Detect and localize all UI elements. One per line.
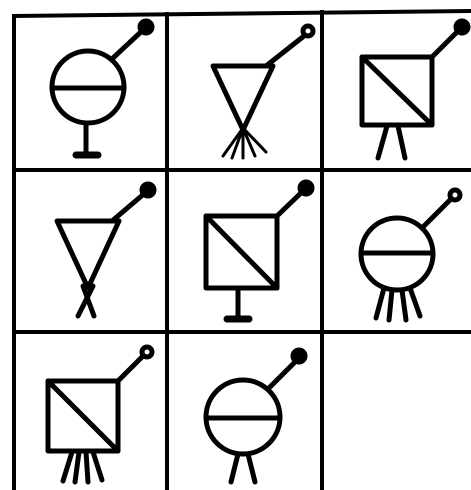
antenna-stem xyxy=(269,361,296,388)
leg-3 xyxy=(86,452,88,482)
cell-3-symbol xyxy=(362,21,468,158)
antenna-tip-hollow xyxy=(303,26,313,36)
antenna-tip-filled xyxy=(456,21,468,33)
antenna-tip-hollow xyxy=(142,347,152,357)
antenna-tip-hollow xyxy=(450,190,460,200)
antenna-stem xyxy=(277,191,303,216)
leg-5 xyxy=(243,128,266,152)
leg-4 xyxy=(410,288,420,316)
leg-2 xyxy=(389,290,392,320)
antenna-stem xyxy=(118,357,142,381)
grid-line-top xyxy=(14,11,471,16)
antenna-tip-filled xyxy=(300,182,312,194)
cell-4-symbol xyxy=(57,184,154,316)
antenna-stem xyxy=(432,31,458,57)
cell-1-symbol xyxy=(52,21,152,155)
antenna-tip-filled xyxy=(142,184,154,196)
cell-6-symbol xyxy=(361,190,460,320)
antenna-stem xyxy=(423,199,451,227)
leg-1 xyxy=(63,452,72,481)
leg-right xyxy=(248,454,255,482)
leg-left xyxy=(231,454,238,482)
antenna-stem xyxy=(266,36,304,66)
antenna-tip-filled xyxy=(293,350,305,362)
leg-3 xyxy=(402,290,406,320)
head-diagonal xyxy=(48,381,118,451)
triangle-head xyxy=(57,221,119,288)
leg-1 xyxy=(376,288,384,318)
leg-left xyxy=(378,126,387,158)
cell-5-symbol xyxy=(206,182,312,319)
cell-2-symbol xyxy=(213,26,313,158)
leg-4 xyxy=(93,452,102,480)
cell-7-symbol xyxy=(48,347,152,482)
antenna-stem xyxy=(113,30,143,58)
leg-right xyxy=(398,126,405,158)
triangle-head xyxy=(213,66,273,130)
antenna-tip-filled xyxy=(140,21,152,33)
leg-2 xyxy=(75,452,79,482)
head-diagonal xyxy=(362,57,432,125)
head-diagonal xyxy=(206,216,277,288)
cell-8-symbol xyxy=(206,350,305,482)
cell-9-empty xyxy=(324,334,469,488)
antenna-stem xyxy=(112,193,145,221)
